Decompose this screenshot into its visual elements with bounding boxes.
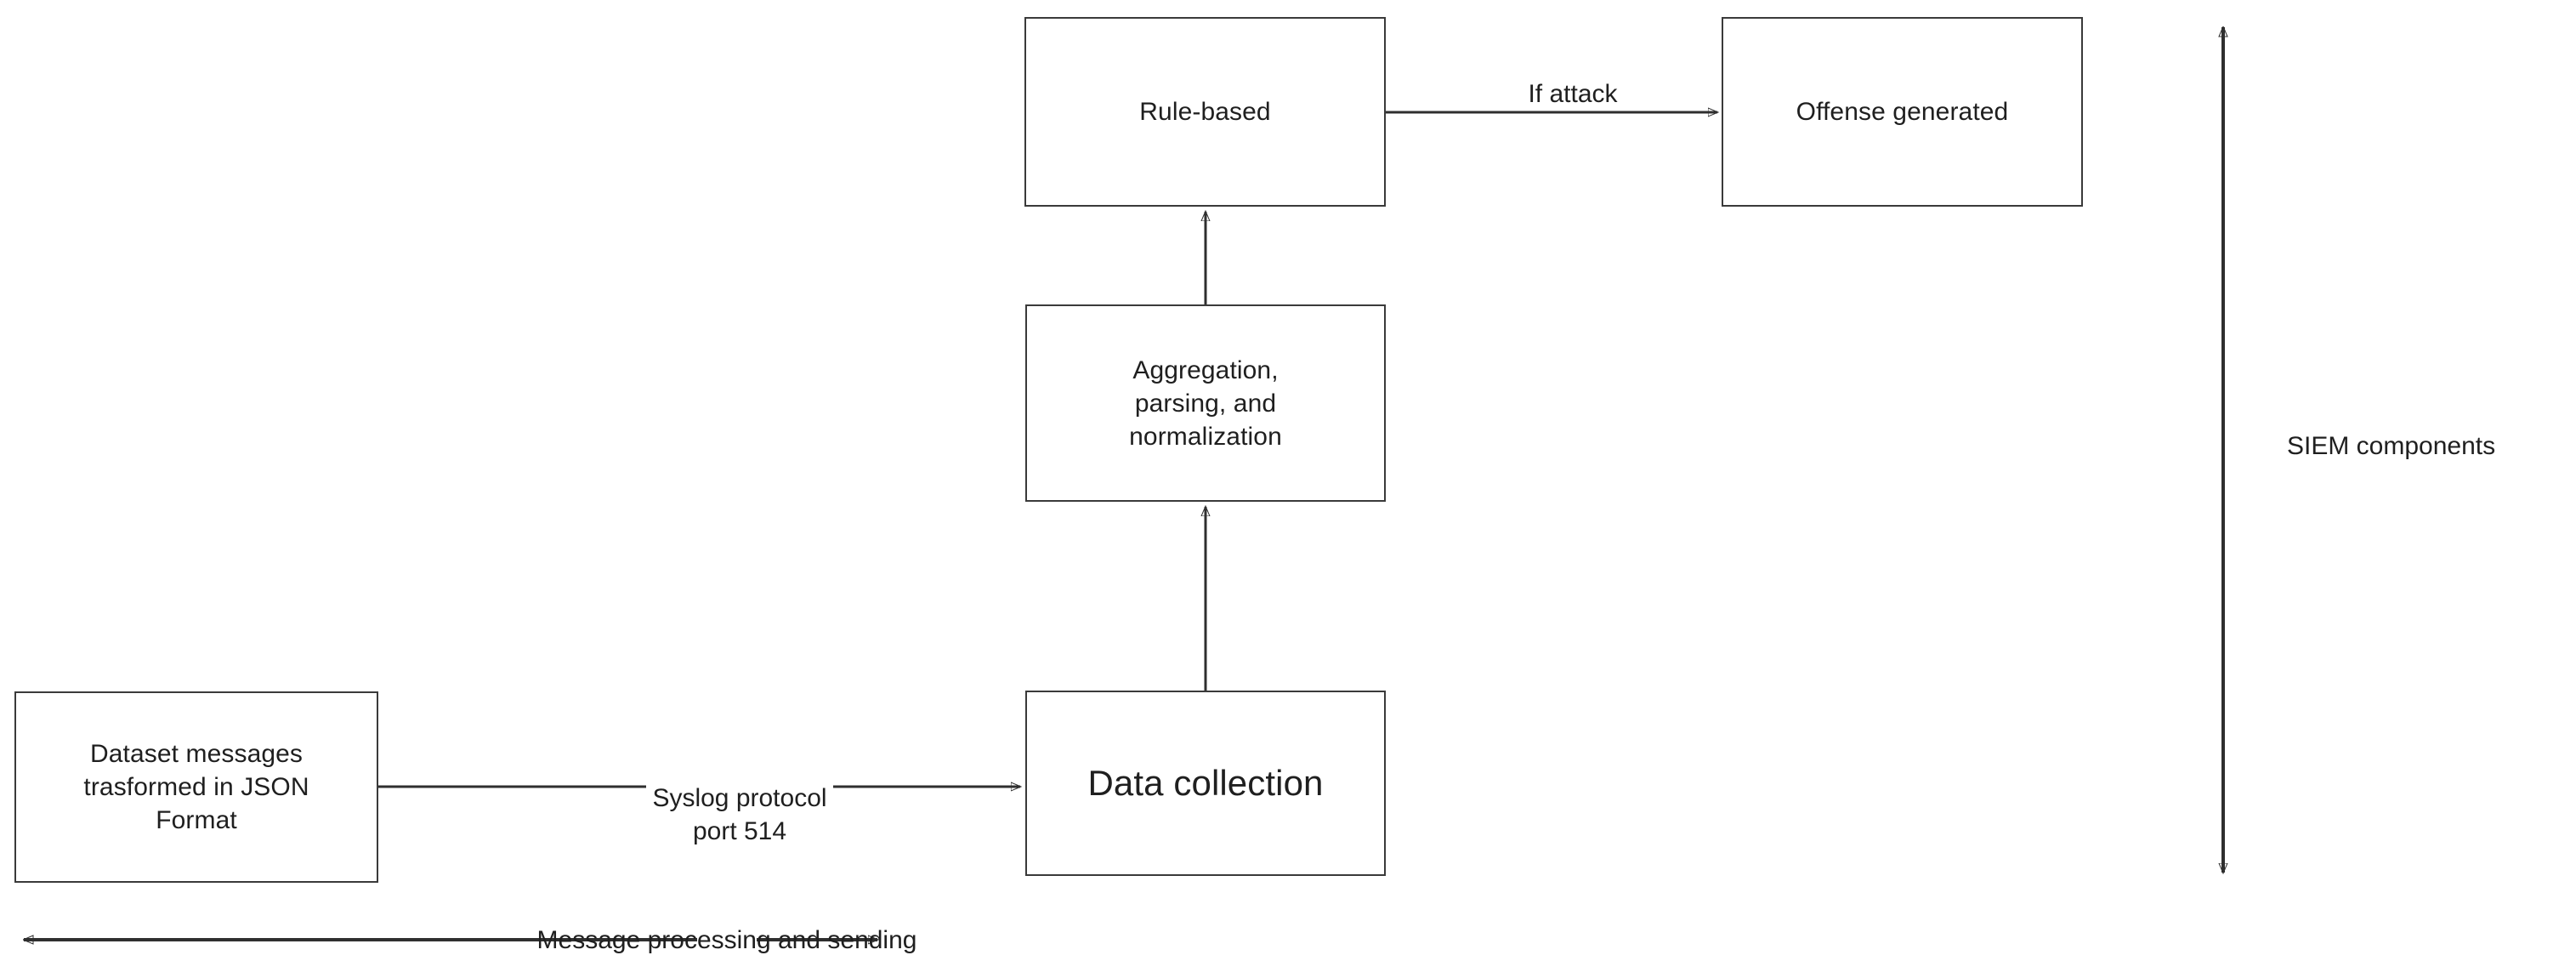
node-offense-generated-label: Offense generated bbox=[1796, 98, 2009, 126]
annotation-siem-components-text: SIEM components bbox=[2287, 432, 2496, 460]
edge-label-if-attack-text: If attack bbox=[1528, 80, 1618, 108]
node-offense-generated[interactable]: Offense generated bbox=[1722, 17, 2083, 207]
edge-label-syslog-text: Syslog protocol port 514 bbox=[652, 784, 827, 845]
node-aggregation-label: Aggregation, parsing, and normalization bbox=[1129, 355, 1282, 451]
node-dataset-messages[interactable]: Dataset messages trasformed in JSON Form… bbox=[14, 691, 378, 883]
annotation-message-processing: Message processing and sending bbox=[537, 924, 916, 978]
node-aggregation-parsing-normalization[interactable]: Aggregation, parsing, and normalization bbox=[1025, 304, 1386, 502]
edge-label-syslog: Syslog protocol port 514 bbox=[646, 748, 833, 848]
node-dataset-messages-label: Dataset messages trasformed in JSON Form… bbox=[83, 740, 309, 834]
node-data-collection-label: Data collection bbox=[1087, 762, 1324, 803]
annotation-message-processing-text: Message processing and sending bbox=[536, 926, 917, 954]
edge-label-if-attack: If attack bbox=[1496, 44, 1649, 111]
node-rule-based[interactable]: Rule-based bbox=[1024, 17, 1386, 207]
node-data-collection[interactable]: Data collection bbox=[1025, 691, 1386, 876]
annotation-siem-components: SIEM components bbox=[2287, 429, 2495, 463]
node-rule-based-label: Rule-based bbox=[1139, 98, 1271, 126]
